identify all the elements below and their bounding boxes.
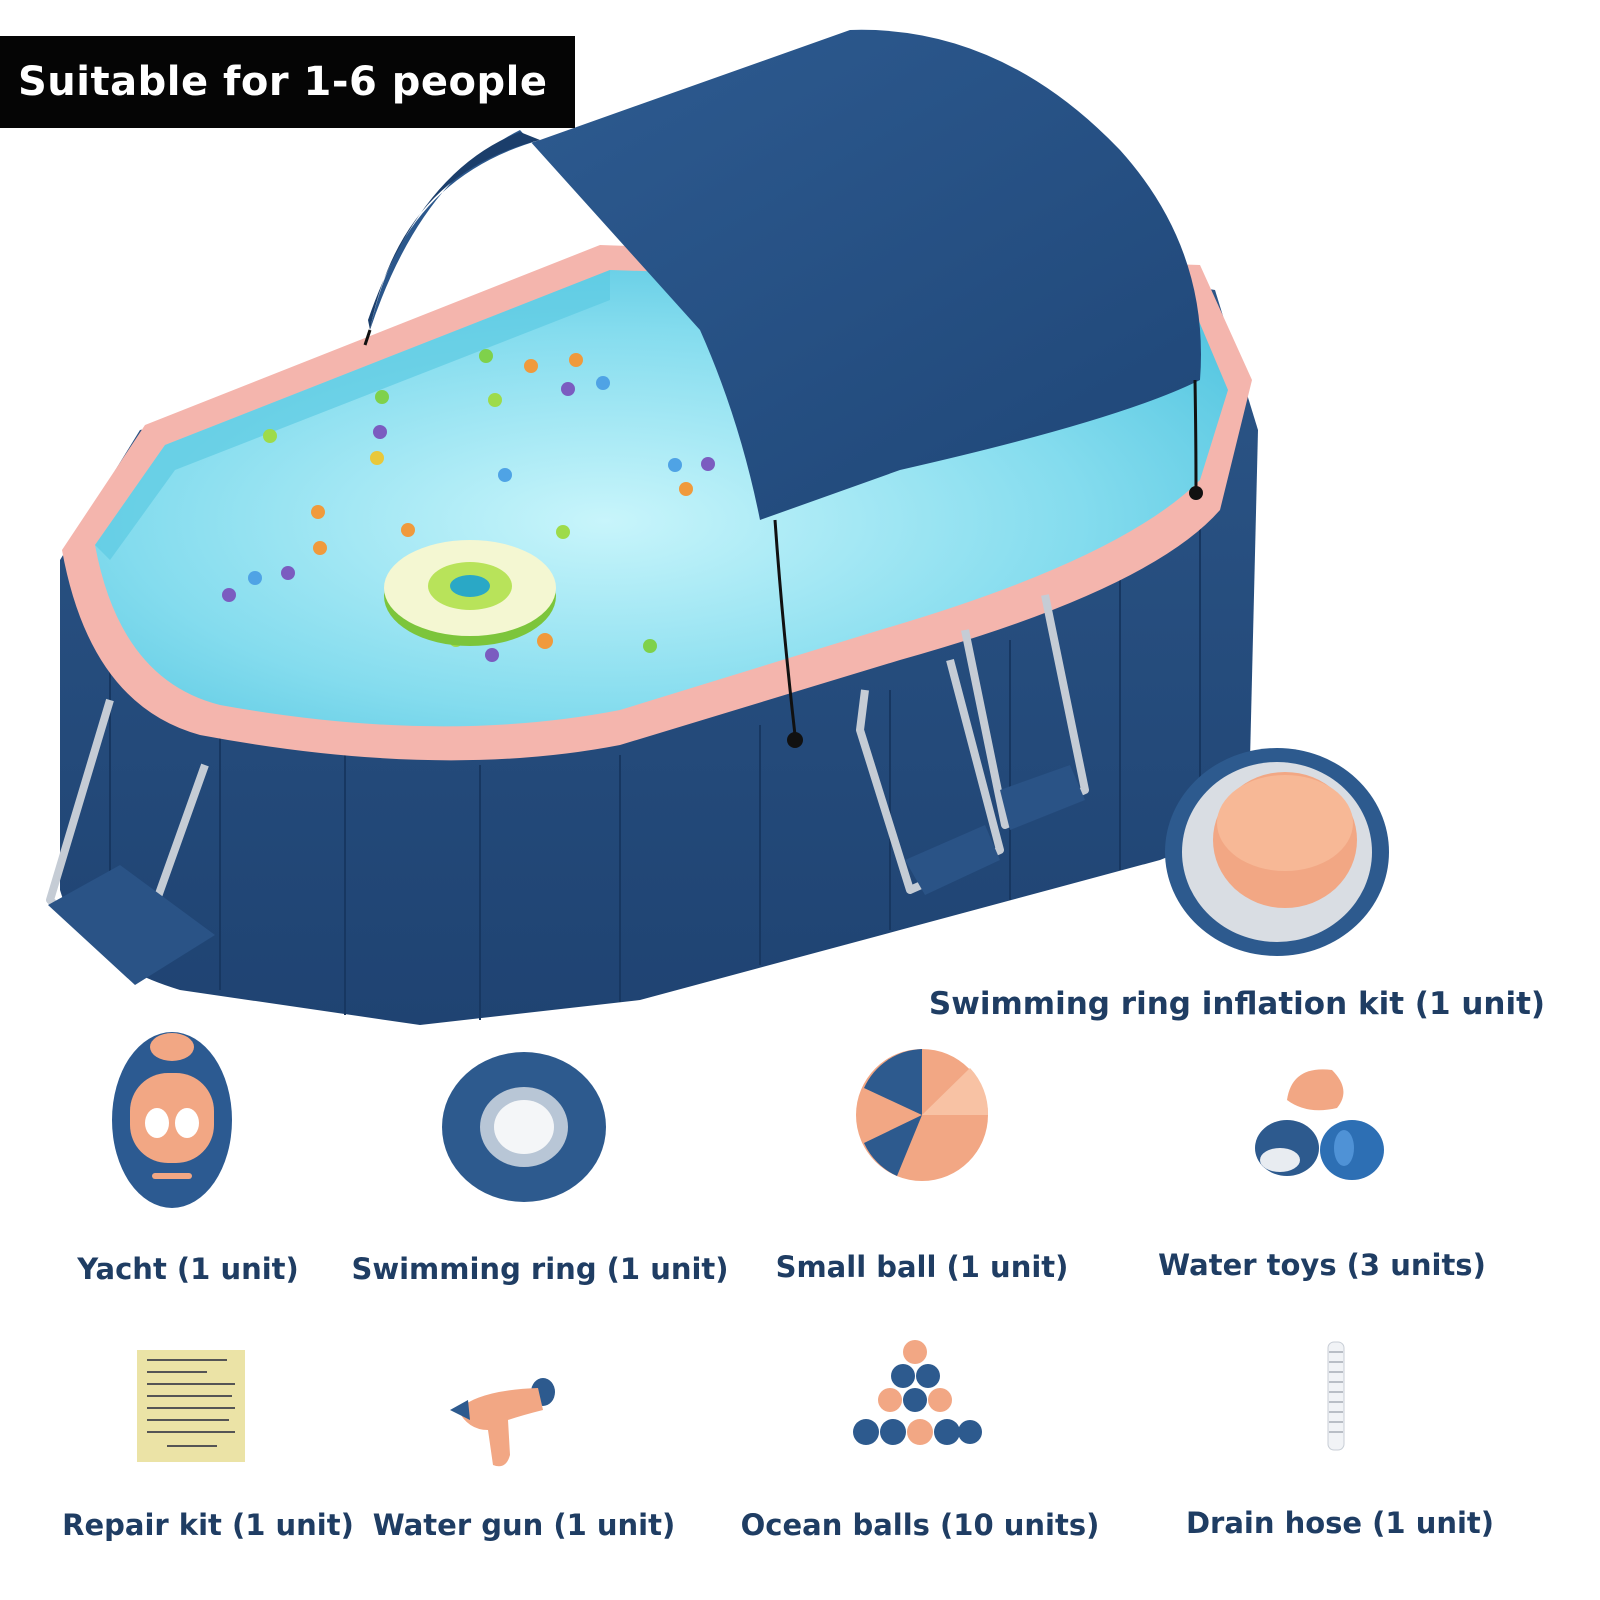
water-toys-icon — [1255, 1069, 1384, 1180]
ocean-balls-label: Ocean balls (10 units) — [740, 1508, 1100, 1542]
drain-hose-label: Drain hose (1 unit) — [1185, 1506, 1495, 1540]
small-ball-label: Small ball (1 unit) — [775, 1250, 1069, 1284]
yacht-label: Yacht (1 unit) — [77, 1252, 299, 1286]
small-ball-icon — [856, 1049, 989, 1181]
inflation-kit-icon — [1165, 748, 1389, 956]
swimming-ring-icon — [442, 1052, 606, 1202]
float-ring — [384, 540, 556, 646]
ocean-balls-icon — [853, 1340, 982, 1445]
repair-kit-label: Repair kit (1 unit) — [62, 1508, 354, 1542]
capacity-banner: Suitable for 1-6 people — [0, 36, 575, 128]
canopy — [370, 29, 1201, 521]
repair-kit-icon — [137, 1350, 245, 1462]
water-toys-label: Water toys (3 units) — [1158, 1248, 1486, 1282]
water-gun-icon — [450, 1378, 555, 1467]
drain-hose-icon — [1327, 1341, 1345, 1451]
swimming-ring-label: Swimming ring (1 unit) — [351, 1252, 729, 1286]
inflation-kit-label: Swimming ring inflation kit (1 unit) — [928, 986, 1546, 1022]
yacht-icon — [112, 1032, 232, 1208]
water-gun-label: Water gun (1 unit) — [372, 1508, 676, 1542]
